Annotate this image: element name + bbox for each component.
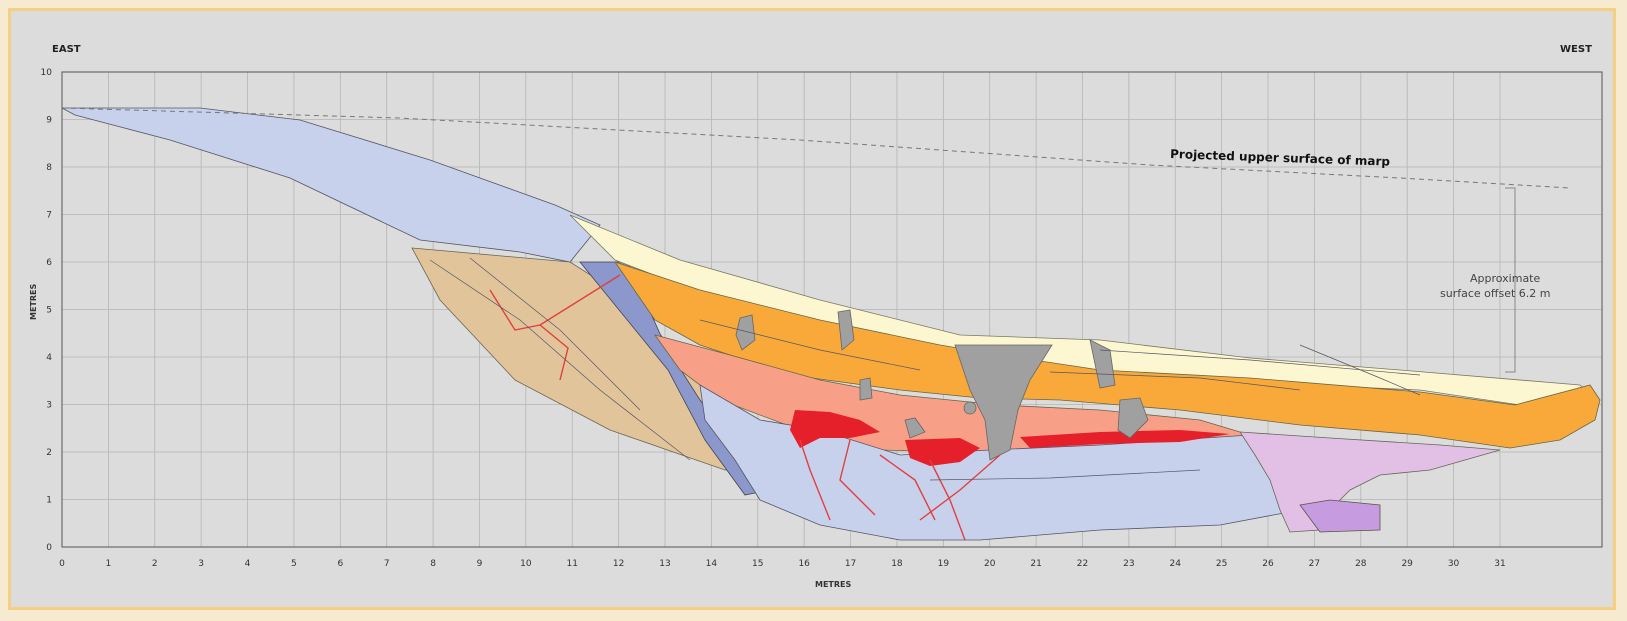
y-tick-label: 2 [46,448,52,458]
x-tick-label: 2 [152,559,158,569]
x-tick-label: 11 [567,559,578,569]
bedding-lines [429,257,1421,481]
x-tick-label: 20 [984,559,996,569]
x-tick-label: 29 [1401,559,1413,569]
projected-surface-annotation: Projected upper surface of marp [1170,147,1391,169]
x-tick-label: 24 [1170,559,1182,569]
x-tick-label: 12 [613,559,624,569]
y-tick-label: 0 [46,543,52,553]
y-tick-label: 4 [46,353,52,363]
direction-left-label: EAST [52,44,81,55]
offset-annotation-line1: Approximate [1470,272,1540,285]
red-patch-1 [790,410,880,448]
x-tick-label: 6 [337,559,343,569]
offset-marker-line [1505,187,1516,373]
grey-funnel-block [954,344,1053,461]
lower-pale-blue-unit [699,384,1301,541]
x-axis-title: METRES [815,580,852,589]
grey-block-3 [1089,339,1116,389]
red-streak [1020,430,1230,448]
x-tick-label: 31 [1494,559,1505,569]
x-tick-label: 27 [1309,559,1320,569]
y-tick-labels: 0 1 2 3 4 5 6 7 8 9 10 [41,68,53,553]
x-tick-label: 9 [477,559,483,569]
purple-pocket [1299,499,1381,533]
x-tick-label: 18 [891,559,903,569]
x-tick-label: 15 [752,559,763,569]
grey-block-6 [904,417,926,439]
direction-right-label: WEST [1560,44,1592,55]
y-tick-label: 10 [41,68,53,78]
plot-frame [61,71,1603,548]
y-tick-label: 7 [46,211,52,221]
x-tick-label: 23 [1123,559,1134,569]
grey-block-1 [735,314,756,351]
y-tick-label: 1 [46,496,52,506]
fault-lines [489,274,1001,541]
upper-pale-blue-unit [61,107,601,263]
strata-layers [61,107,1601,541]
x-tick-label: 5 [291,559,297,569]
red-patch-2 [905,438,980,466]
y-tick-label: 8 [46,163,52,173]
x-tick-label: 21 [1030,559,1041,569]
grey-block-2 [837,309,855,351]
y-tick-label: 5 [46,306,52,316]
x-tick-label: 26 [1262,559,1274,569]
x-tick-label: 7 [384,559,390,569]
x-tick-label: 4 [245,559,251,569]
x-tick-label: 30 [1448,559,1460,569]
x-tick-label: 22 [1077,559,1088,569]
x-tick-label: 0 [59,559,65,569]
x-tick-label: 8 [430,559,436,569]
x-tick-label: 14 [706,559,718,569]
grey-block-5 [859,377,873,401]
x-tick-label: 28 [1355,559,1367,569]
x-tick-label: 13 [659,559,670,569]
x-tick-label: 25 [1216,559,1227,569]
x-tick-label: 19 [938,559,950,569]
x-tick-label: 3 [198,559,204,569]
y-tick-label: 3 [46,401,52,411]
grey-block-4 [1117,397,1149,439]
x-tick-label: 10 [520,559,532,569]
x-tick-label: 17 [845,559,856,569]
x-tick-label: 1 [106,559,112,569]
y-axis-title: METRES [29,283,38,320]
x-tick-label: 16 [798,559,810,569]
grey-block-7 [963,401,977,415]
offset-annotation-line2: surface offset 6.2 m [1440,287,1550,300]
y-tick-label: 6 [46,258,52,268]
projected-surface-line [61,107,1571,189]
y-tick-label: 9 [46,116,52,126]
